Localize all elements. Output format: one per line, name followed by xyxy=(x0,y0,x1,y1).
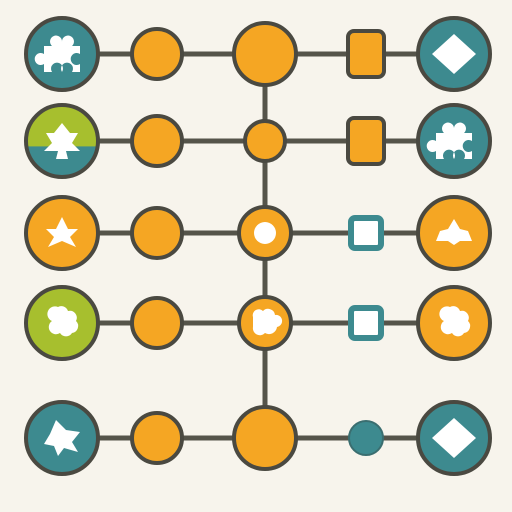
blob-icon xyxy=(252,308,283,336)
row-4-node-5 xyxy=(416,285,492,361)
row-5-node-5 xyxy=(416,400,492,476)
row-3-node-1 xyxy=(24,195,100,271)
row-5-node-2 xyxy=(130,411,184,465)
row-1-node-3 xyxy=(232,21,298,87)
row-4-node-4 xyxy=(348,305,384,341)
row-1-node-2 xyxy=(130,27,184,81)
diamond-icon xyxy=(432,34,476,74)
row-4-node-1 xyxy=(24,285,100,361)
row-3-node-5 xyxy=(416,195,492,271)
star-icon xyxy=(46,217,78,247)
diamond-icon xyxy=(432,418,476,458)
puzzle-icon xyxy=(426,122,472,159)
row-5-node-4 xyxy=(348,420,384,456)
row-3-node-4 xyxy=(348,215,384,251)
row-1-node-5 xyxy=(416,16,492,92)
clover-icon xyxy=(47,306,79,337)
puzzle-icon xyxy=(34,35,80,73)
row-3-node-2 xyxy=(130,206,184,260)
row-4-node-3 xyxy=(237,295,293,351)
row-1-node-1 xyxy=(24,16,100,92)
row-2-node-4 xyxy=(346,116,386,166)
row-3-node-3 xyxy=(237,205,293,261)
row-2-node-3 xyxy=(243,119,287,163)
tree-icon xyxy=(44,123,80,159)
row-2-node-5 xyxy=(416,103,492,179)
row-5-node-1 xyxy=(24,400,100,476)
ring-center-dot xyxy=(254,222,276,244)
bird-icon xyxy=(44,420,80,456)
row-1-node-4 xyxy=(346,29,386,79)
row-5-node-3 xyxy=(232,405,298,471)
flower-icon xyxy=(436,219,472,245)
row-4-node-2 xyxy=(130,296,184,350)
row-2-node-2 xyxy=(130,114,184,168)
clover-icon xyxy=(439,306,471,337)
row-2-node-1 xyxy=(24,103,100,179)
